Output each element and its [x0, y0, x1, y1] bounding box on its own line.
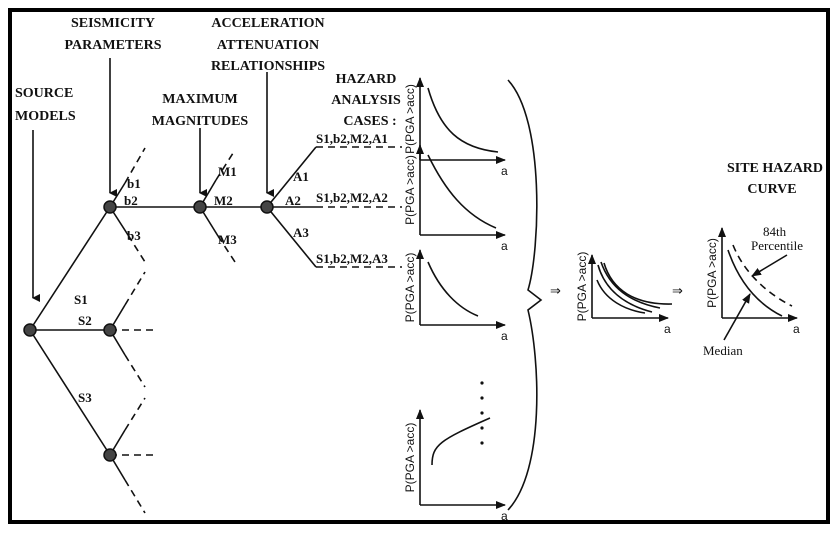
svg-text:S1: S1	[74, 292, 88, 307]
svg-text:S1,b2,M2,A3: S1,b2,M2,A3	[316, 251, 388, 266]
y-axis-label: P(PGA >acc)	[403, 155, 417, 225]
svg-text:ACCELERATION: ACCELERATION	[211, 16, 324, 31]
svg-text:Percentile: Percentile	[751, 238, 803, 253]
heading-maximum: MAXIMUM MAGNITUDES	[152, 92, 249, 129]
svg-text:A1: A1	[293, 169, 309, 184]
svg-text:Median: Median	[703, 343, 743, 358]
svg-text:PARAMETERS: PARAMETERS	[65, 38, 162, 53]
ellipsis-dots	[480, 381, 484, 445]
tree-nodes	[23, 200, 274, 462]
x-axis-label: a	[664, 322, 671, 336]
hazard-curve	[597, 264, 653, 313]
svg-text:M1: M1	[218, 164, 237, 179]
arrow-to-site: ⇒	[672, 283, 683, 298]
heading-hazard: HAZARD ANALYSIS CASES :	[331, 72, 401, 129]
svg-text:b2: b2	[124, 193, 138, 208]
hazard-curve	[427, 154, 497, 229]
hazard-curve	[431, 417, 491, 466]
hazard-curve	[727, 249, 783, 317]
svg-text:S1,b2,M2,A1: S1,b2,M2,A1	[316, 131, 388, 146]
frame-border	[8, 8, 830, 524]
svg-text:M3: M3	[218, 232, 237, 247]
hazard-curve	[603, 262, 673, 305]
svg-text:ATTENUATION: ATTENUATION	[217, 38, 319, 53]
tree-branches	[29, 146, 402, 514]
site-annotations: 84th Percentile Median	[703, 224, 803, 358]
svg-text:CASES :: CASES :	[343, 114, 396, 129]
brace	[507, 79, 543, 511]
svg-text:CURVE: CURVE	[747, 182, 796, 197]
heading-acceleration: ACCELERATION ATTENUATION RELATIONSHIPS	[211, 16, 325, 74]
hazard-curve	[732, 244, 793, 307]
svg-text:S1,b2,M2,A2: S1,b2,M2,A2	[316, 190, 388, 205]
hazard-curve	[596, 279, 646, 314]
hazard-curve	[427, 261, 479, 317]
y-axis-label: P(PGA >acc)	[403, 423, 417, 493]
x-axis-label: a	[501, 164, 508, 178]
svg-text:A3: A3	[293, 225, 309, 240]
hazard-curve	[427, 87, 499, 153]
x-axis-label: a	[501, 329, 508, 343]
svg-text:M2: M2	[214, 193, 233, 208]
svg-text:b1: b1	[127, 176, 141, 191]
plot-case-3: P(PGA >acc) a	[403, 249, 508, 343]
heading-seismicity: SEISMICITY PARAMETERS	[65, 16, 162, 53]
svg-text:MAGNITUDES: MAGNITUDES	[152, 114, 249, 129]
svg-text:ANALYSIS: ANALYSIS	[331, 93, 401, 108]
plot-case-1: P(PGA >acc) a	[403, 77, 508, 178]
branch-labels: S1 S2 S3 b1 b2 b3 M1 M2 M3 A1 A2 A3	[74, 164, 309, 405]
svg-text:b3: b3	[127, 228, 141, 243]
svg-text:SEISMICITY: SEISMICITY	[71, 16, 155, 31]
x-axis-label: a	[501, 239, 508, 253]
svg-text:MODELS: MODELS	[15, 109, 76, 124]
hazard-cases: S1,b2,M2,A1 S1,b2,M2,A2 S1,b2,M2,A3	[316, 131, 388, 266]
plot-combined: P(PGA >acc) a	[575, 252, 673, 336]
svg-text:S3: S3	[78, 390, 92, 405]
svg-text:RELATIONSHIPS: RELATIONSHIPS	[211, 59, 325, 74]
y-axis-label: P(PGA >acc)	[403, 253, 417, 323]
heading-site: SITE HAZARD CURVE	[727, 161, 823, 197]
heading-source: SOURCE MODELS	[15, 86, 76, 124]
plot-case-n: P(PGA >acc) a	[403, 409, 508, 523]
svg-text:84th: 84th	[763, 224, 787, 239]
x-axis-label: a	[793, 322, 800, 336]
svg-text:A2: A2	[285, 193, 301, 208]
svg-text:SOURCE: SOURCE	[15, 86, 73, 101]
y-axis-label: P(PGA >acc)	[575, 252, 589, 322]
svg-text:SITE HAZARD: SITE HAZARD	[727, 161, 823, 176]
svg-text:MAXIMUM: MAXIMUM	[162, 92, 237, 107]
y-axis-label: P(PGA >acc)	[705, 238, 719, 308]
x-axis-label: a	[501, 509, 508, 523]
arrow-to-combined: ⇒	[550, 283, 561, 298]
svg-text:S2: S2	[78, 313, 92, 328]
plot-site-hazard: P(PGA >acc) a	[705, 227, 800, 336]
y-axis-label: P(PGA >acc)	[403, 84, 417, 154]
hazard-curve	[600, 261, 661, 309]
svg-text:HAZARD: HAZARD	[336, 72, 397, 87]
plot-case-2: P(PGA >acc) a	[403, 144, 508, 253]
